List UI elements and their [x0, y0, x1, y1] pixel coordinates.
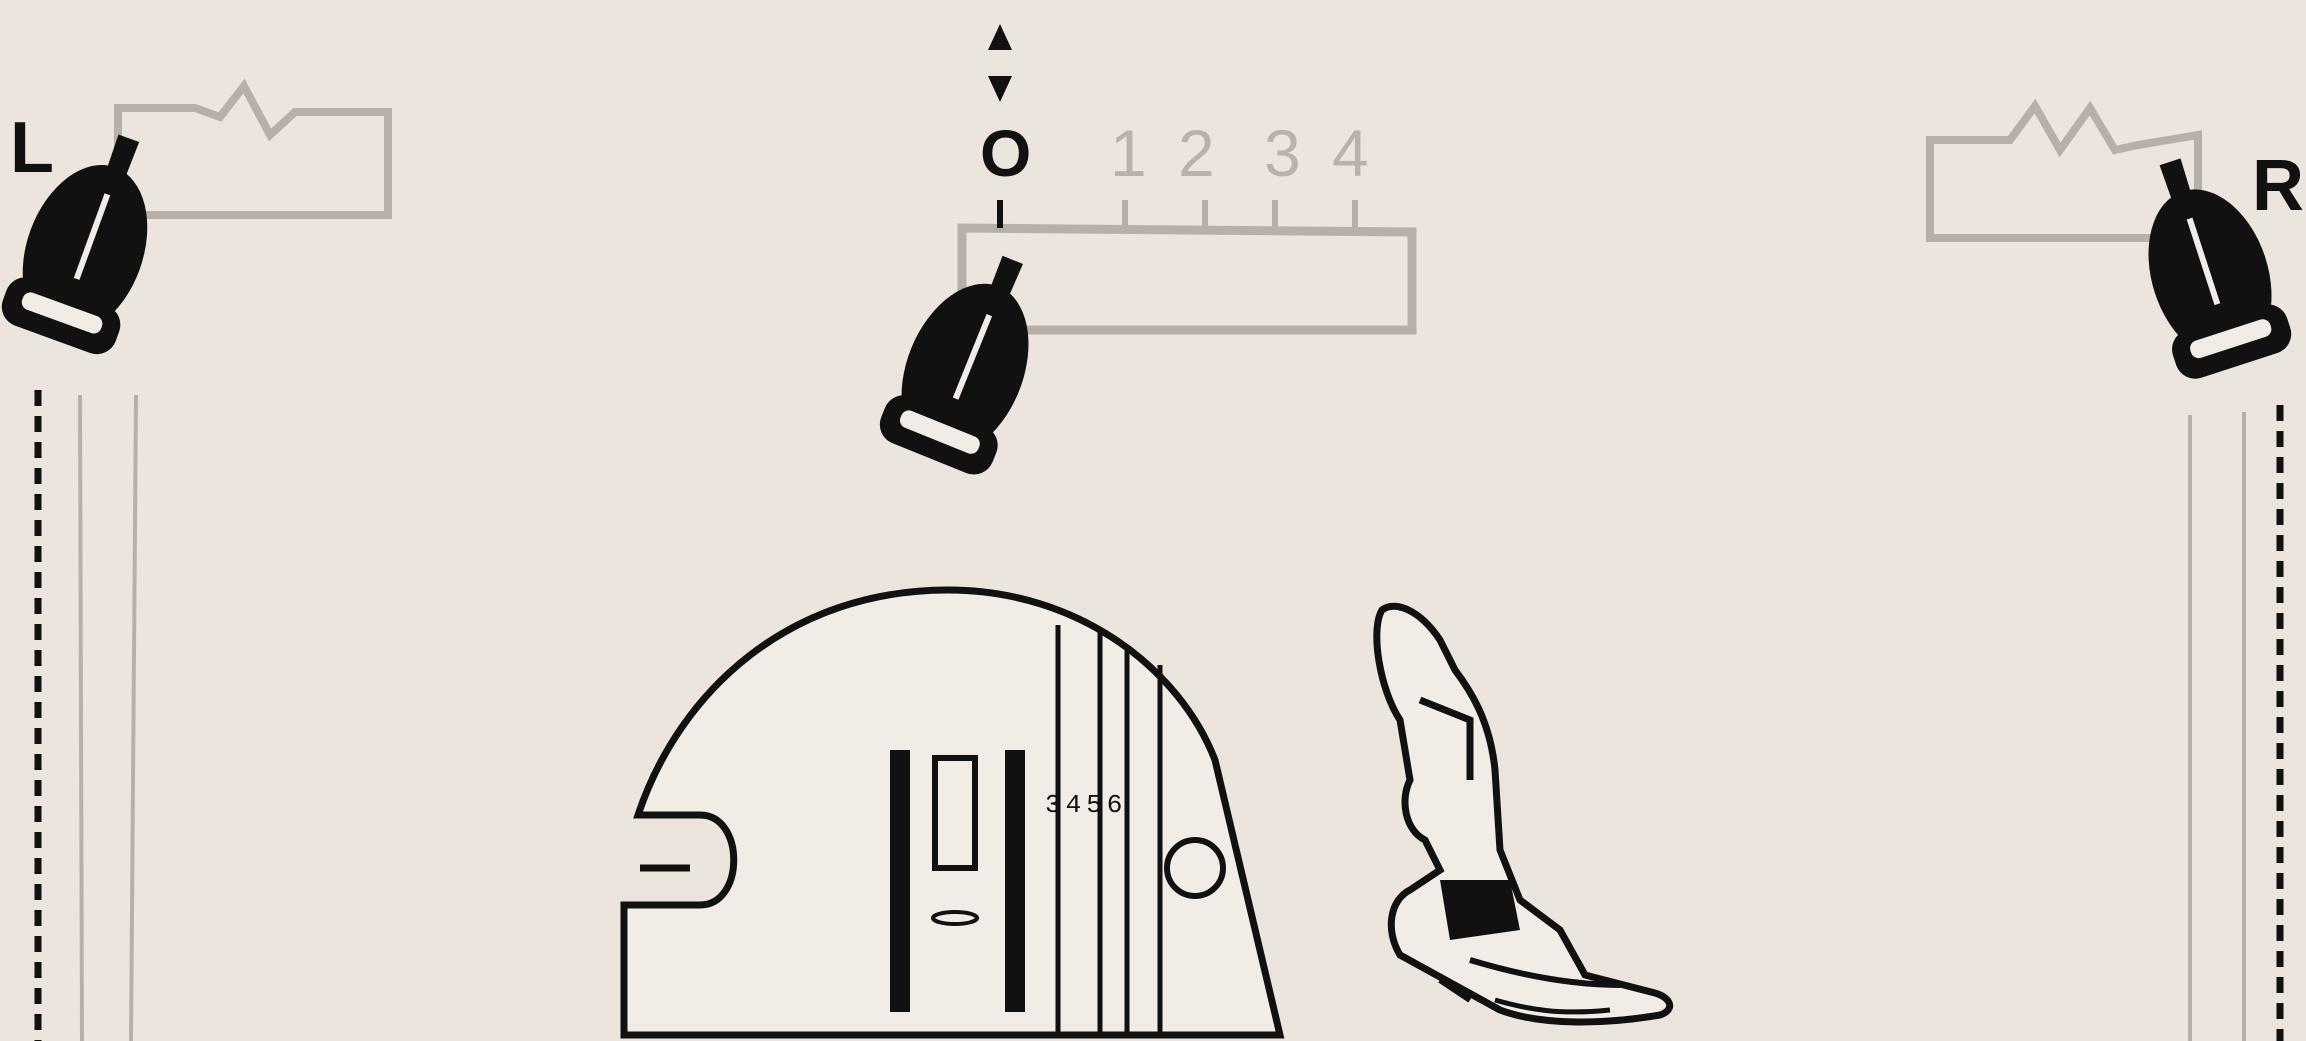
needle-plate-markings: 3456: [1045, 790, 1128, 820]
left-fabric-line-1: [78, 394, 84, 1041]
right-stitch-lines: [2188, 405, 2284, 1041]
presser-foot-icon: [1373, 602, 1673, 1026]
right-stitch-width-guide: [1926, 98, 2202, 242]
left-stitch-lines: [34, 390, 138, 1041]
left-lever-icon: [1, 134, 148, 355]
needle-position-arrow-icon: [988, 24, 1012, 102]
needle-slot: [932, 755, 978, 871]
left-fabric-line-2: [129, 394, 138, 1041]
left-zigzag-outline: [114, 78, 392, 219]
left-label: L: [10, 108, 54, 188]
screw-hole: [1164, 837, 1226, 899]
feed-dog-right: [1005, 750, 1025, 1012]
right-zigzag-outline: [1926, 98, 2202, 242]
right-lever-icon: [2148, 158, 2292, 379]
feed-dog-left: [890, 750, 910, 1012]
needle-scale-0: O: [980, 116, 1032, 190]
needle-scale-2: 2: [1178, 116, 1215, 190]
left-stitch-width-guide: [114, 78, 392, 219]
right-label: R: [2252, 146, 2304, 226]
needle-scale-1: 1: [1110, 116, 1147, 190]
needle-scale-3: 3: [1264, 116, 1301, 190]
needle-scale-4: 4: [1332, 116, 1369, 190]
needle-position-lever-icon: [879, 255, 1029, 475]
needle-position-slot: [957, 200, 1417, 335]
needle-plate-icon: [620, 586, 1285, 1039]
